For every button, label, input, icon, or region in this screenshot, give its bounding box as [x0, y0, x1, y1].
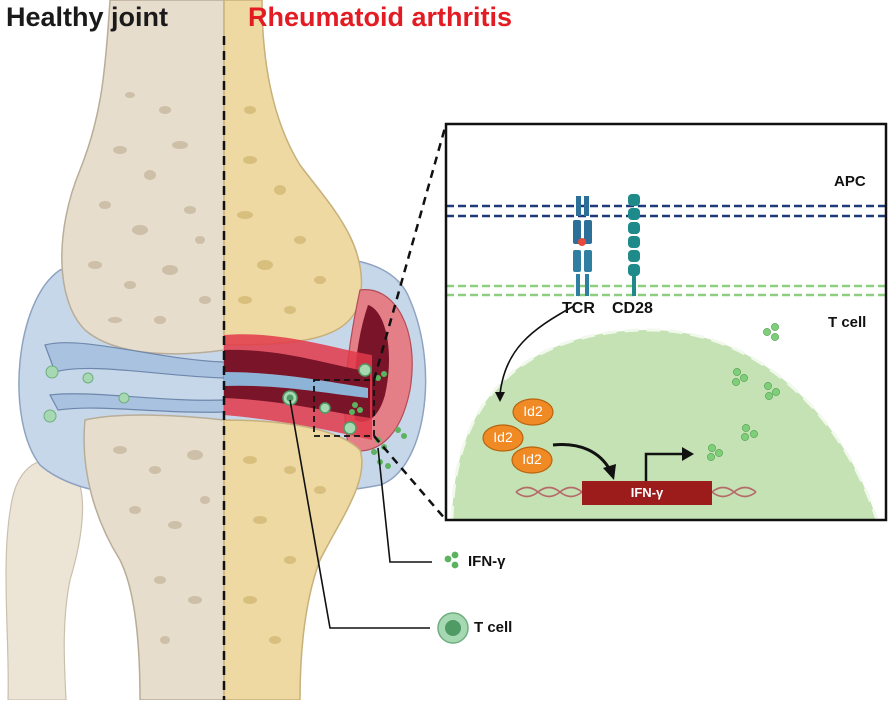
- zoom-connector-top: [372, 123, 448, 381]
- trabecular-pattern-healthy: [88, 92, 211, 644]
- legend-ifng-icon: [444, 551, 459, 569]
- inset-ifng-dots: [707, 323, 780, 461]
- rheumatoid-arthritis-title: Rheumatoid arthritis: [248, 2, 513, 32]
- cd28-receptor: [628, 194, 640, 296]
- id2-label-3: Id2: [522, 451, 542, 467]
- inset-panel: [444, 122, 888, 522]
- healthy-cells: [43, 365, 130, 423]
- dna-strand: [515, 486, 757, 498]
- femur-ra: [224, 0, 363, 346]
- id2-protein: [512, 398, 554, 426]
- ifng-gene-label: IFN-γ: [630, 485, 664, 500]
- tcell-body: [452, 330, 877, 520]
- zoom-connector-bottom: [373, 435, 447, 521]
- legend-ifng-label: IFN-γ: [468, 553, 506, 570]
- trabecular-pattern-ra: [237, 106, 326, 644]
- id2-label-1: Id2: [523, 403, 543, 419]
- ra-cells: [282, 363, 372, 435]
- fibula: [5, 459, 84, 701]
- healthy-bones: [44, 0, 224, 700]
- legend-tcell-icon: [437, 612, 469, 644]
- femur-healthy: [61, 0, 224, 355]
- legend-tcell-label: T cell: [474, 619, 513, 636]
- signal-arrow: [499, 305, 575, 395]
- id2-label-2: Id2: [493, 429, 513, 445]
- ifng-callout-line: [377, 447, 432, 563]
- transcription-arrow: [644, 452, 684, 481]
- apc-label: APC: [834, 173, 866, 190]
- ra-ifng-dots: [349, 371, 407, 469]
- id2-protein: [511, 446, 553, 474]
- legend-callouts: [289, 399, 469, 644]
- zoom-region-box: [313, 379, 375, 437]
- ifng-gene-box: [582, 481, 712, 505]
- tcell-inset-label: T cell: [828, 314, 867, 331]
- ra-bones: [224, 0, 413, 700]
- tcell-callout-line: [289, 399, 430, 629]
- id2-protein: [482, 424, 524, 452]
- cd28-label: CD28: [612, 300, 653, 317]
- tcr-receptor: [573, 196, 592, 296]
- inset-border: [444, 122, 888, 522]
- healthy-joint-title: Healthy joint: [6, 2, 169, 32]
- tibia-healthy: [83, 414, 224, 700]
- tcr-label: TCR: [562, 300, 595, 317]
- repression-arrow: [552, 442, 612, 471]
